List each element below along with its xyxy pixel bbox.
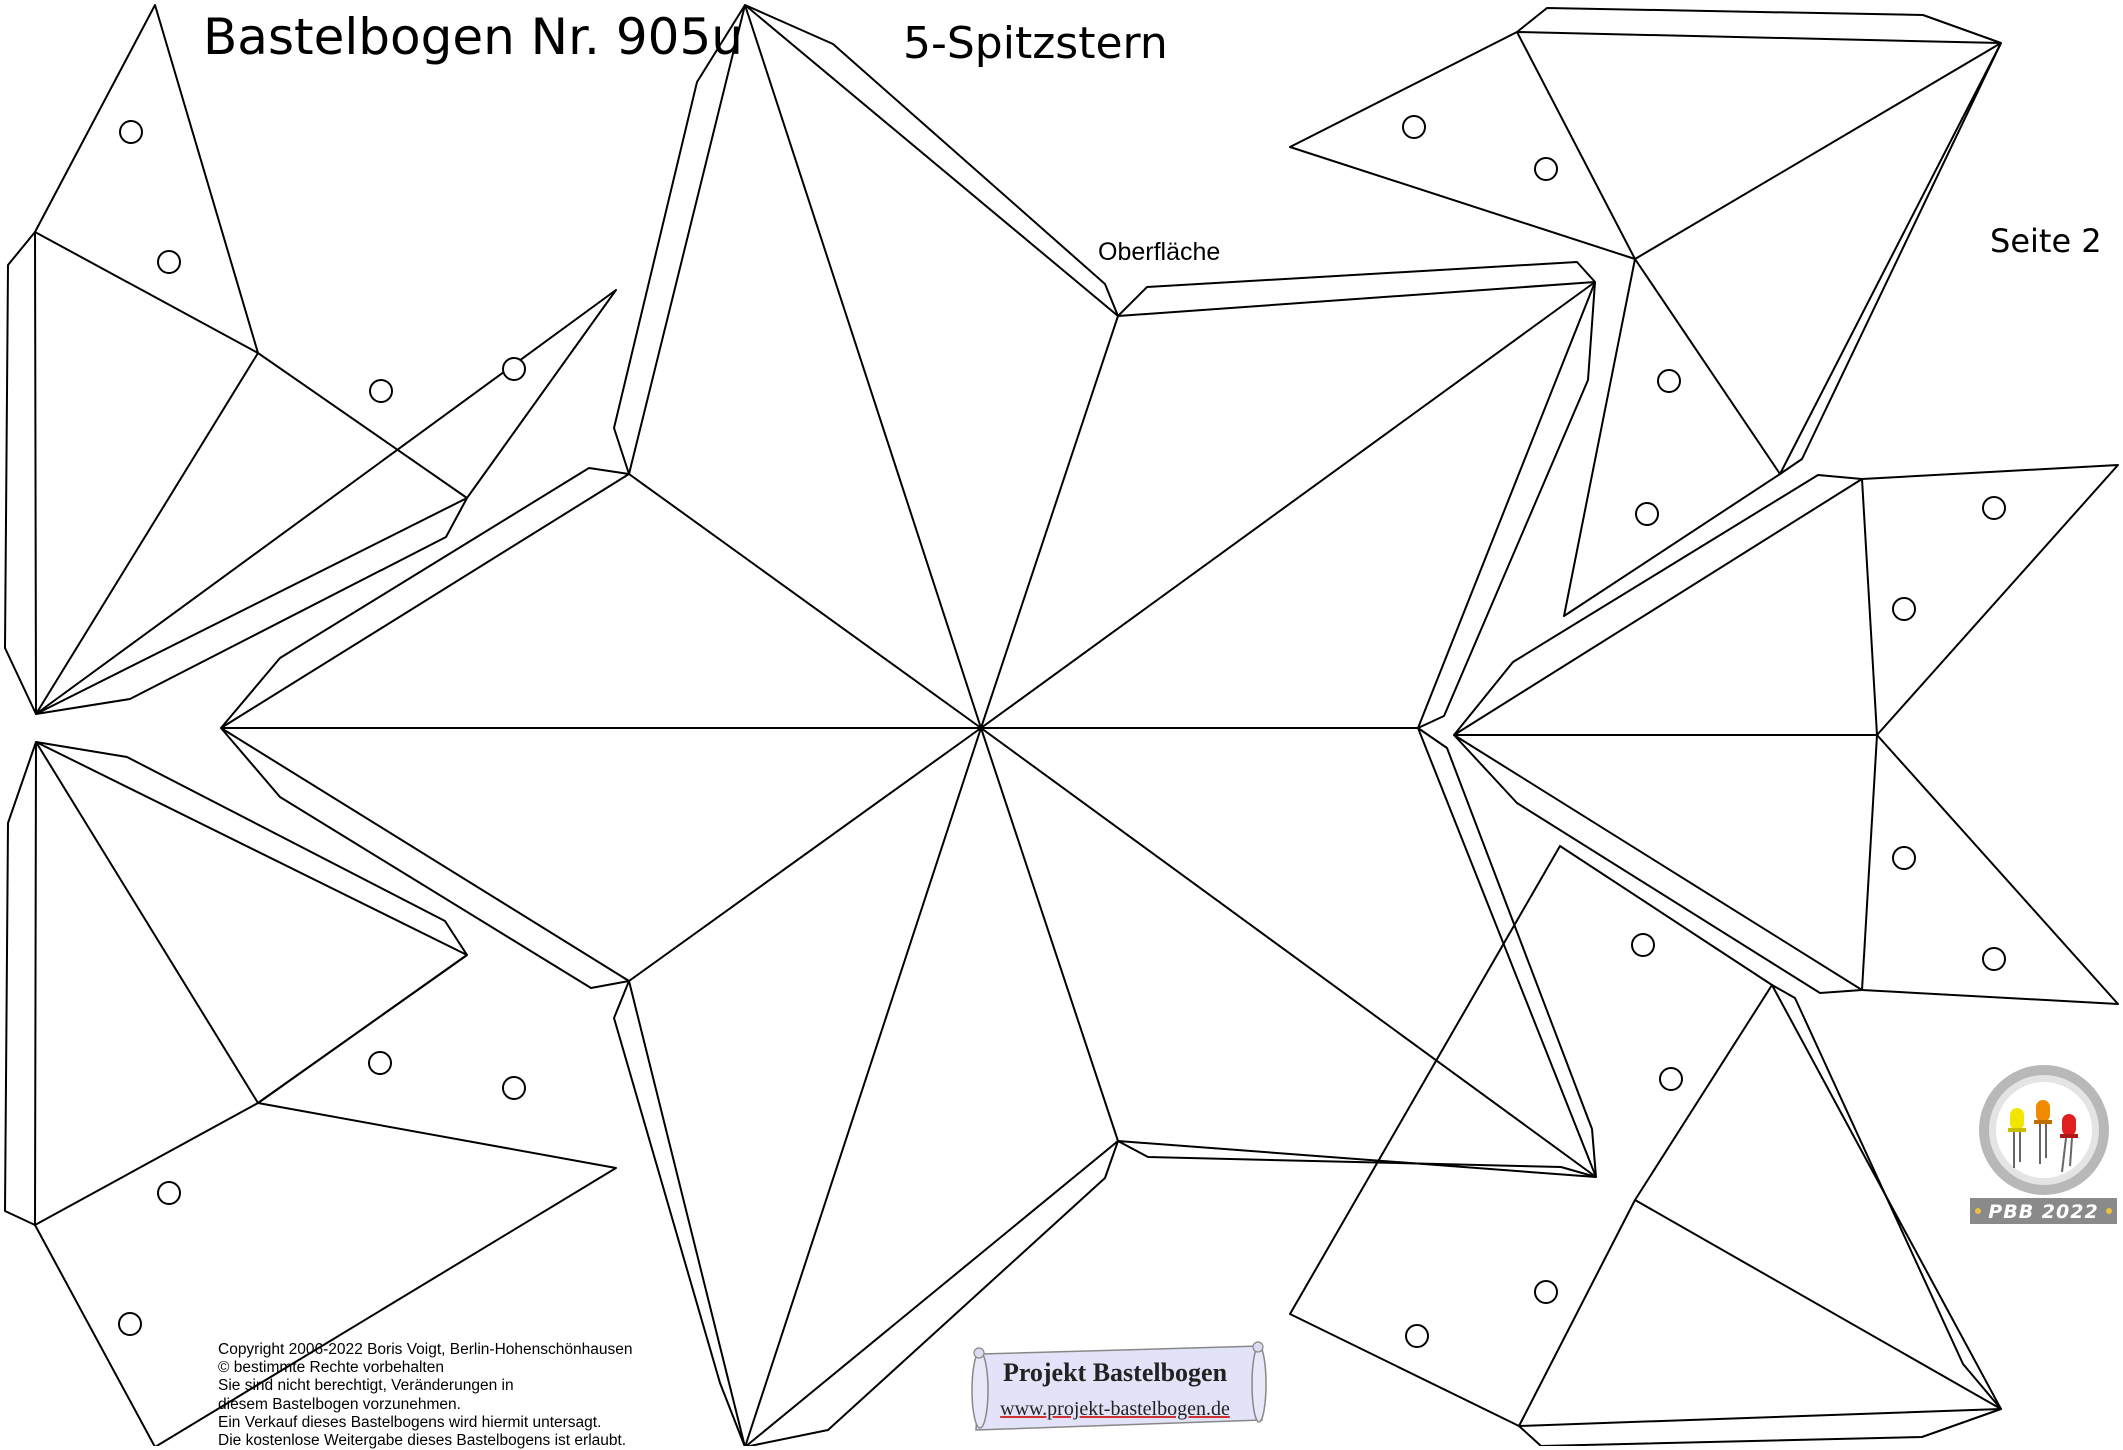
copyright-line: Copyright 2006-2022 Boris Voigt, Berlin-… xyxy=(218,1341,633,1358)
copyright-line: © bestimmte Rechte vorbehalten xyxy=(218,1359,444,1377)
red-led-icon xyxy=(2060,1114,2078,1173)
yellow-led-icon xyxy=(2008,1108,2026,1168)
surface-label: Oberfläche xyxy=(1098,238,1221,266)
copyright-line: diesem Bastelbogen vorzunehmen. xyxy=(218,1395,461,1413)
piece-upper-left xyxy=(4,4,617,715)
piece-lower-right xyxy=(1289,845,2002,1446)
led-badge-icon xyxy=(1970,1065,2117,1224)
badge-label: PBB 2022 xyxy=(1988,1201,2099,1223)
copyright-notice: Copyright 2006-2022 Boris Voigt, Berlin-… xyxy=(218,1341,632,1450)
copyright-line: Ein Verkauf dieses Bastelbogens wird hie… xyxy=(218,1413,602,1431)
logo-name: Projekt Bastelbogen xyxy=(1002,1358,1228,1387)
document-title: Bastelbogen Nr. 905u xyxy=(203,8,743,66)
project-logo: Projekt Bastelbogen www.projekt-bastelbo… xyxy=(962,1340,1268,1432)
orange-led-icon xyxy=(2034,1100,2052,1164)
document-subtitle: 5-Spitzstern xyxy=(903,18,1168,69)
copyright-line: Sie sind nicht berechtigt, Veränderungen… xyxy=(218,1377,514,1395)
central-star-outline xyxy=(220,4,1597,1446)
piece-lower-left xyxy=(4,741,617,1446)
piece-upper-right xyxy=(1289,7,2002,617)
page-label: Seite 2 xyxy=(1990,222,2102,260)
central-star-glue-tabs xyxy=(220,4,1597,1446)
central-star xyxy=(220,4,1597,1446)
pbb-badge: PBB 2022 xyxy=(1966,1058,2121,1230)
scroll-banner-icon xyxy=(971,1341,1267,1431)
logo-url: www.projekt-bastelbogen.de xyxy=(1000,1398,1230,1420)
copyright-line: Die kostenlose Weitergabe dieses Bastelb… xyxy=(218,1432,627,1450)
piece-right xyxy=(1453,464,2119,1005)
